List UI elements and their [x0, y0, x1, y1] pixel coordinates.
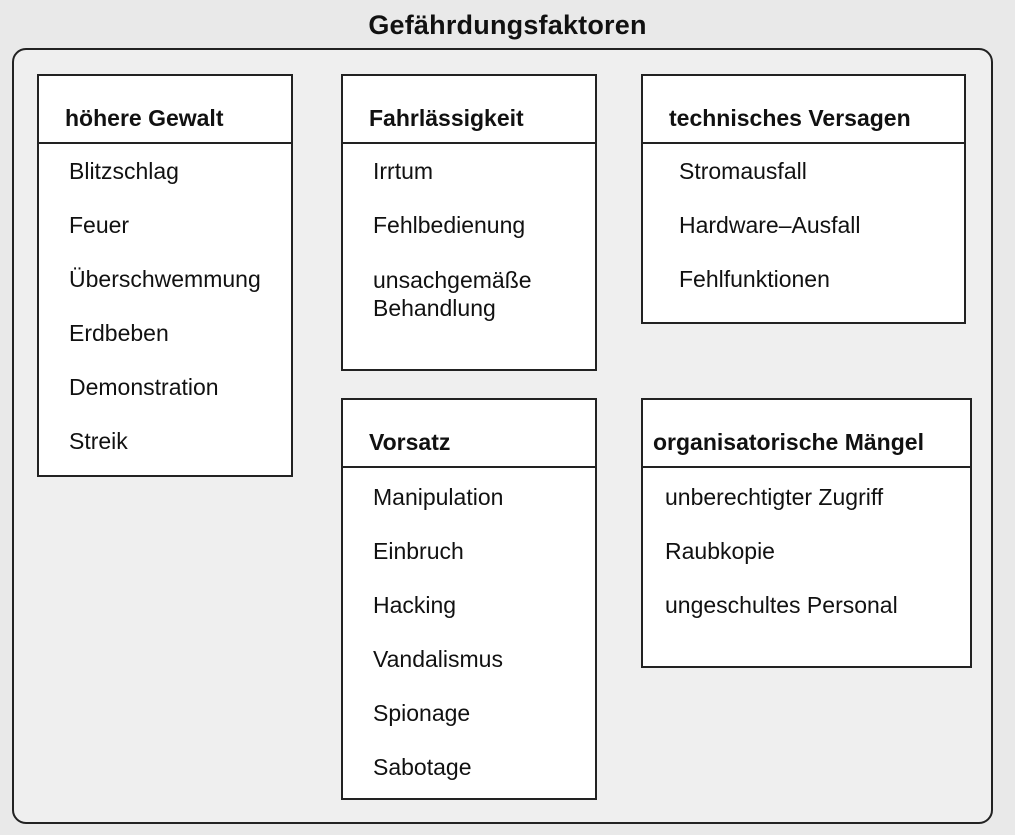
category-item-list: Blitzschlag Feuer Überschwemmung Erdbebe…: [39, 144, 291, 454]
category-box-hoehere-gewalt: höhere Gewalt Blitzschlag Feuer Überschw…: [37, 74, 293, 477]
category-heading: Vorsatz: [343, 400, 595, 468]
category-item: Fehlbedienung: [373, 212, 526, 238]
category-item: Manipulation: [373, 484, 504, 510]
category-item: Stromausfall: [679, 158, 807, 184]
category-item-list: Stromausfall Hardware–Ausfall Fehlfunkti…: [643, 144, 964, 292]
category-heading: organisatorische Mängel: [643, 400, 970, 468]
category-box-organisatorische-maengel: organisatorische Mängel unberechtigter Z…: [641, 398, 972, 668]
category-item: Vandalismus: [373, 646, 503, 672]
diagram-title: Gefährdungsfaktoren: [368, 10, 647, 40]
category-item: Einbruch: [373, 538, 464, 564]
category-heading: höhere Gewalt: [39, 76, 291, 144]
category-box-technisches-versagen: technisches Versagen Stromausfall Hardwa…: [641, 74, 966, 324]
category-item: Irrtum: [373, 158, 434, 184]
category-item: Hacking: [373, 592, 457, 618]
category-item: unsachgemäße Behandlung: [373, 267, 532, 321]
category-item-list: unberechtigter Zugriff Raubkopie ungesch…: [643, 468, 970, 618]
category-item: Erdbeben: [69, 320, 169, 346]
category-item: Fehlfunktionen: [679, 266, 830, 292]
category-item: Feuer: [69, 212, 130, 238]
category-item: Überschwemmung: [69, 266, 261, 292]
category-item: Streik: [69, 428, 128, 454]
category-box-vorsatz: Vorsatz Manipulation Einbruch Hacking Va…: [341, 398, 597, 800]
category-item-list: Manipulation Einbruch Hacking Vandalismu…: [343, 468, 595, 780]
category-item: Blitzschlag: [69, 158, 179, 184]
category-heading: Fahrlässigkeit: [343, 76, 595, 144]
category-item: Sabotage: [373, 754, 472, 780]
category-item: Raubkopie: [665, 538, 775, 564]
category-item-list: Irrtum Fehlbedienung unsachgemäße Behand…: [343, 144, 595, 322]
category-heading: technisches Versagen: [643, 76, 964, 144]
category-item: Demonstration: [69, 374, 219, 400]
category-item: unberechtigter Zugriff: [665, 484, 884, 510]
category-item: Hardware–Ausfall: [679, 212, 861, 238]
category-item: Spionage: [373, 700, 471, 726]
category-box-fahrlaessigkeit: Fahrlässigkeit Irrtum Fehlbedienung unsa…: [341, 74, 597, 371]
category-item: ungeschultes Personal: [665, 592, 898, 618]
